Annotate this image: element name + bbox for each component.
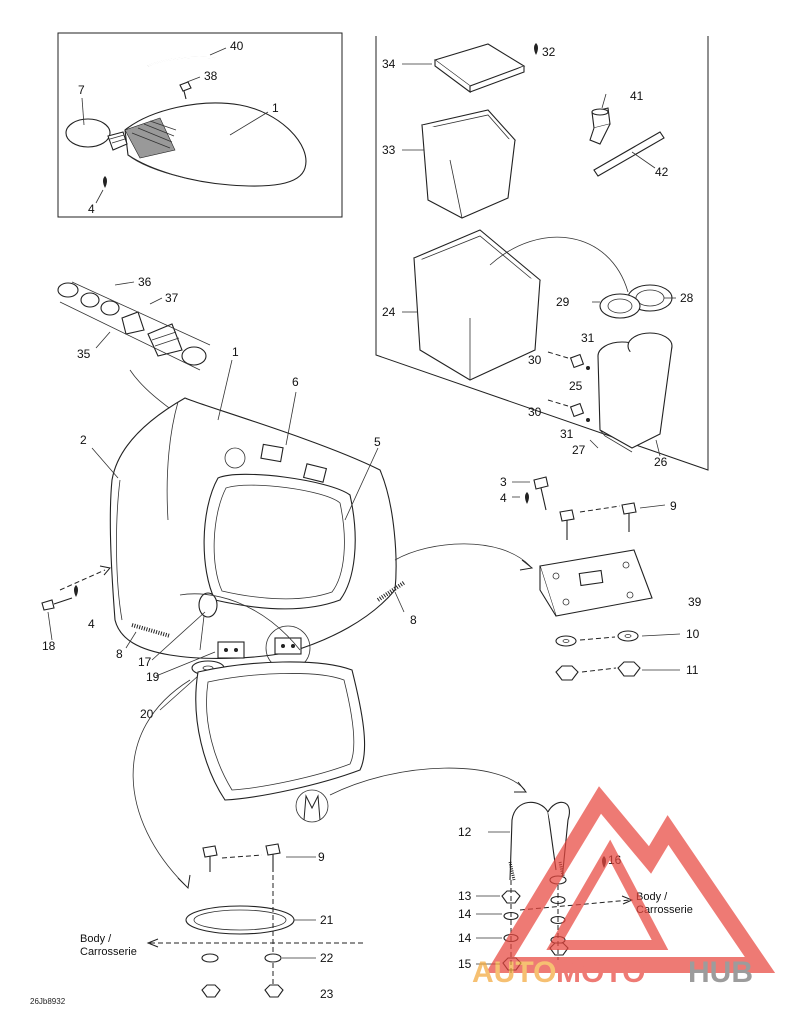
body-label-left-line2: Carrosserie [80,946,137,958]
watermark-logo: AUTO MOTO HUB [472,786,776,989]
callout-4-bracket: 4 [500,491,507,505]
callout-4-hood: 4 [88,617,95,631]
watermark-text-hub: HUB [688,956,753,989]
figure-code: 26Jb8932 [30,997,66,1006]
callout-9-upper: 9 [670,499,677,513]
callout-6: 6 [292,375,299,389]
callout-17: 17 [138,655,152,669]
callout-1-inset: 1 [272,101,279,115]
callout-40: 40 [230,39,244,53]
inset-box-top-left: 40 38 1 7 4 [57,32,343,218]
callout-14-lower: 14 [458,931,472,945]
callout-31-lower: 31 [560,427,574,441]
inset-bracket-top-right: 34 32 33 24 41 42 28 29 31 30 25 30 31 2… [375,36,709,471]
main-hood-body: 1 2 6 5 8 8 17 19 20 18 4 [41,345,534,721]
callout-1-hood: 1 [232,345,239,359]
callout-19: 19 [146,670,160,684]
callout-4-inset: 4 [88,202,95,216]
callout-9-lower: 9 [318,850,325,864]
callout-20: 20 [140,707,154,721]
body-label-right-line2: Carrosserie [636,904,693,916]
callout-35: 35 [77,347,91,361]
callout-7: 7 [78,83,85,97]
u-bolt-assembly: 12 16 13 14 14 15 Body / Carrosserie [458,801,693,975]
callout-21: 21 [320,913,334,927]
callout-36: 36 [138,275,152,289]
callout-2: 2 [80,433,87,447]
callout-5: 5 [374,435,381,449]
callout-14-upper: 14 [458,907,472,921]
watermark-text-moto: MOTO [556,956,645,989]
callout-37: 37 [165,291,179,305]
callout-8-left: 8 [116,647,123,661]
callout-24: 24 [382,305,396,319]
callout-12: 12 [458,825,472,839]
callout-25: 25 [569,379,583,393]
callout-29: 29 [556,295,570,309]
callout-28: 28 [680,291,694,305]
callout-39: 39 [688,595,702,609]
callout-8-right: 8 [410,613,417,627]
callout-22: 22 [320,951,334,965]
callout-30-upper: 30 [528,353,542,367]
callout-33: 33 [382,143,396,157]
body-label-left-line1: Body / [80,933,112,945]
watermark-text-auto: AUTO [472,956,556,989]
callout-30-lower: 30 [528,405,542,419]
lid-frame-assembly: 9 21 22 23 Body / Carrosserie [80,661,528,1001]
callout-34: 34 [382,57,396,71]
callout-31-upper: 31 [581,331,595,345]
callout-32: 32 [542,45,556,59]
callout-26: 26 [654,455,668,469]
callout-18: 18 [42,639,56,653]
callout-15: 15 [458,957,472,971]
bracket-assembly-39: 3 4 9 39 10 11 [500,475,702,681]
callout-42: 42 [655,165,669,179]
callout-11: 11 [686,663,699,677]
callout-41: 41 [630,89,644,103]
callout-38: 38 [204,69,218,83]
callout-27: 27 [572,443,586,457]
callout-10: 10 [686,627,700,641]
callout-23: 23 [320,987,334,1001]
body-label-right-line1: Body / [636,891,668,903]
callout-3: 3 [500,475,507,489]
callout-13: 13 [458,889,472,903]
